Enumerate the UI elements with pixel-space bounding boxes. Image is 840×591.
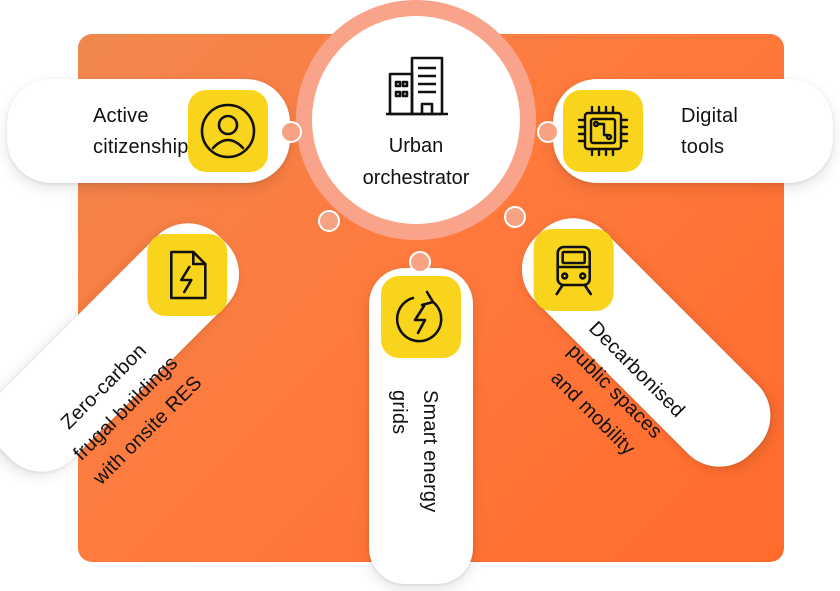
card-label-line: Active <box>93 105 149 127</box>
card-zero-carbon-buildings: Zero-carbon frugal buildings with onsite… <box>0 205 258 490</box>
buildings-icon <box>386 56 448 116</box>
connector-dot <box>504 206 526 228</box>
card-digital-tools: Digital tools <box>553 79 833 183</box>
icon-tile <box>563 90 643 172</box>
connector-dot <box>537 121 559 143</box>
card-label-line: Digital <box>681 105 738 127</box>
hub-label: Urban orchestrator <box>312 130 520 194</box>
card-label: Active citizenship <box>93 101 189 163</box>
connector-dot <box>409 251 431 273</box>
user-circle-icon <box>200 103 256 159</box>
card-label-line: grids <box>388 390 410 435</box>
icon-tile <box>381 276 461 358</box>
card-label-line: tools <box>681 136 725 158</box>
card-label-line: citizenship <box>93 136 189 158</box>
connector-dot <box>318 210 340 232</box>
train-icon <box>555 245 593 296</box>
bolt-document-icon <box>169 250 207 300</box>
card-active-citizenship: Active citizenship <box>7 79 290 183</box>
chip-icon <box>577 105 629 157</box>
card-label-line: Smart energy <box>419 390 441 513</box>
energy-cycle-icon <box>395 290 443 343</box>
hub-label-line: Urban <box>388 135 444 157</box>
card-decarbonised-mobility: Decarbonised public spaces and mobility <box>503 200 789 485</box>
card-smart-energy-grids: Smart energy grids <box>369 268 473 584</box>
card-label: Digital tools <box>681 101 738 163</box>
connector-dot <box>280 121 302 143</box>
card-label: Smart energy grids <box>383 390 445 512</box>
hub-label-line: orchestrator <box>362 167 470 189</box>
icon-tile <box>147 234 228 317</box>
icon-tile <box>188 90 268 172</box>
icon-tile <box>533 229 614 312</box>
hub-circle <box>312 16 520 224</box>
